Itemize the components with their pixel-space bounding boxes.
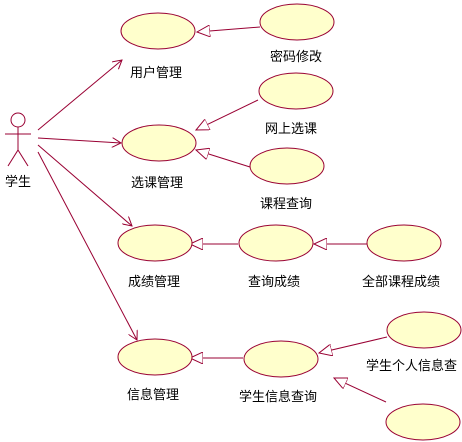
gen-arrow-personal-to-infoquery [319, 336, 388, 353]
usecase-ellipse [117, 224, 193, 262]
usecase-ellipse [259, 3, 335, 41]
actor-right-leg [17, 149, 29, 167]
usecase-grade-mgmt[interactable]: 成绩管理 [117, 224, 193, 290]
usecase-label: 信息管理 [127, 387, 179, 403]
usecase-label: 学生信息查询 [239, 389, 317, 405]
actor-head [10, 112, 26, 128]
usecase-label: 用户管理 [130, 65, 182, 81]
actor-left-leg [7, 149, 19, 167]
usecase-label: 密码修改 [270, 49, 322, 65]
gen-arrow-password-to-user [197, 27, 261, 32]
gen-arrow-coursequery-to-select [196, 150, 251, 168]
usecase-course-query[interactable]: 课程查询 [249, 147, 325, 212]
usecase-ellipse [121, 124, 197, 162]
usecase-ellipse [258, 72, 334, 110]
usecase-ellipse [385, 403, 461, 441]
usecase-student-personal-info[interactable]: 学生个人信息查 [366, 311, 462, 374]
usecase-course-select-mgmt[interactable]: 选课管理 [121, 124, 197, 191]
usecase-all-course-grades[interactable]: 全部课程成绩 [362, 224, 442, 290]
usecase-student-info-query[interactable]: 学生信息查询 [239, 340, 319, 405]
gen-arrow-online-to-select [196, 99, 259, 130]
usecase-password-change[interactable]: 密码修改 [259, 3, 335, 65]
usecase-ellipse [117, 338, 193, 376]
usecase-online-select[interactable]: 网上选课 [258, 72, 334, 137]
assoc-arrow-grade-mgmt [37, 144, 132, 226]
assoc-arrow-info-mgmt [37, 151, 137, 340]
usecase-ellipse [243, 340, 319, 378]
gen-arrow-lower-to-infoquery [334, 378, 387, 403]
usecase-ellipse [386, 311, 462, 349]
usecase-user-mgmt[interactable]: 用户管理 [120, 12, 196, 81]
usecase-unlabeled-lower[interactable] [385, 403, 461, 441]
usecase-label: 网上选课 [265, 122, 317, 137]
usecase-label: 全部课程成绩 [362, 274, 440, 290]
usecase-ellipse [249, 147, 325, 185]
usecase-label: 学生个人信息查 [366, 358, 457, 374]
actor-label: 学生 [5, 174, 31, 190]
usecase-ellipse [238, 224, 314, 262]
usecase-label: 课程查询 [260, 197, 312, 212]
usecase-ellipse [120, 12, 196, 50]
assoc-arrow-user-mgmt [37, 60, 122, 131]
assoc-arrow-course-select-mgmt [37, 138, 121, 143]
student-actor[interactable]: 学生 [5, 112, 31, 190]
usecase-label: 查询成绩 [248, 275, 300, 290]
usecase-grade-query[interactable]: 查询成绩 [238, 224, 314, 290]
usecase-label: 成绩管理 [128, 275, 180, 290]
usecase-label: 选课管理 [131, 176, 183, 191]
usecase-info-mgmt[interactable]: 信息管理 [117, 338, 193, 403]
usecase-ellipse [366, 224, 442, 262]
